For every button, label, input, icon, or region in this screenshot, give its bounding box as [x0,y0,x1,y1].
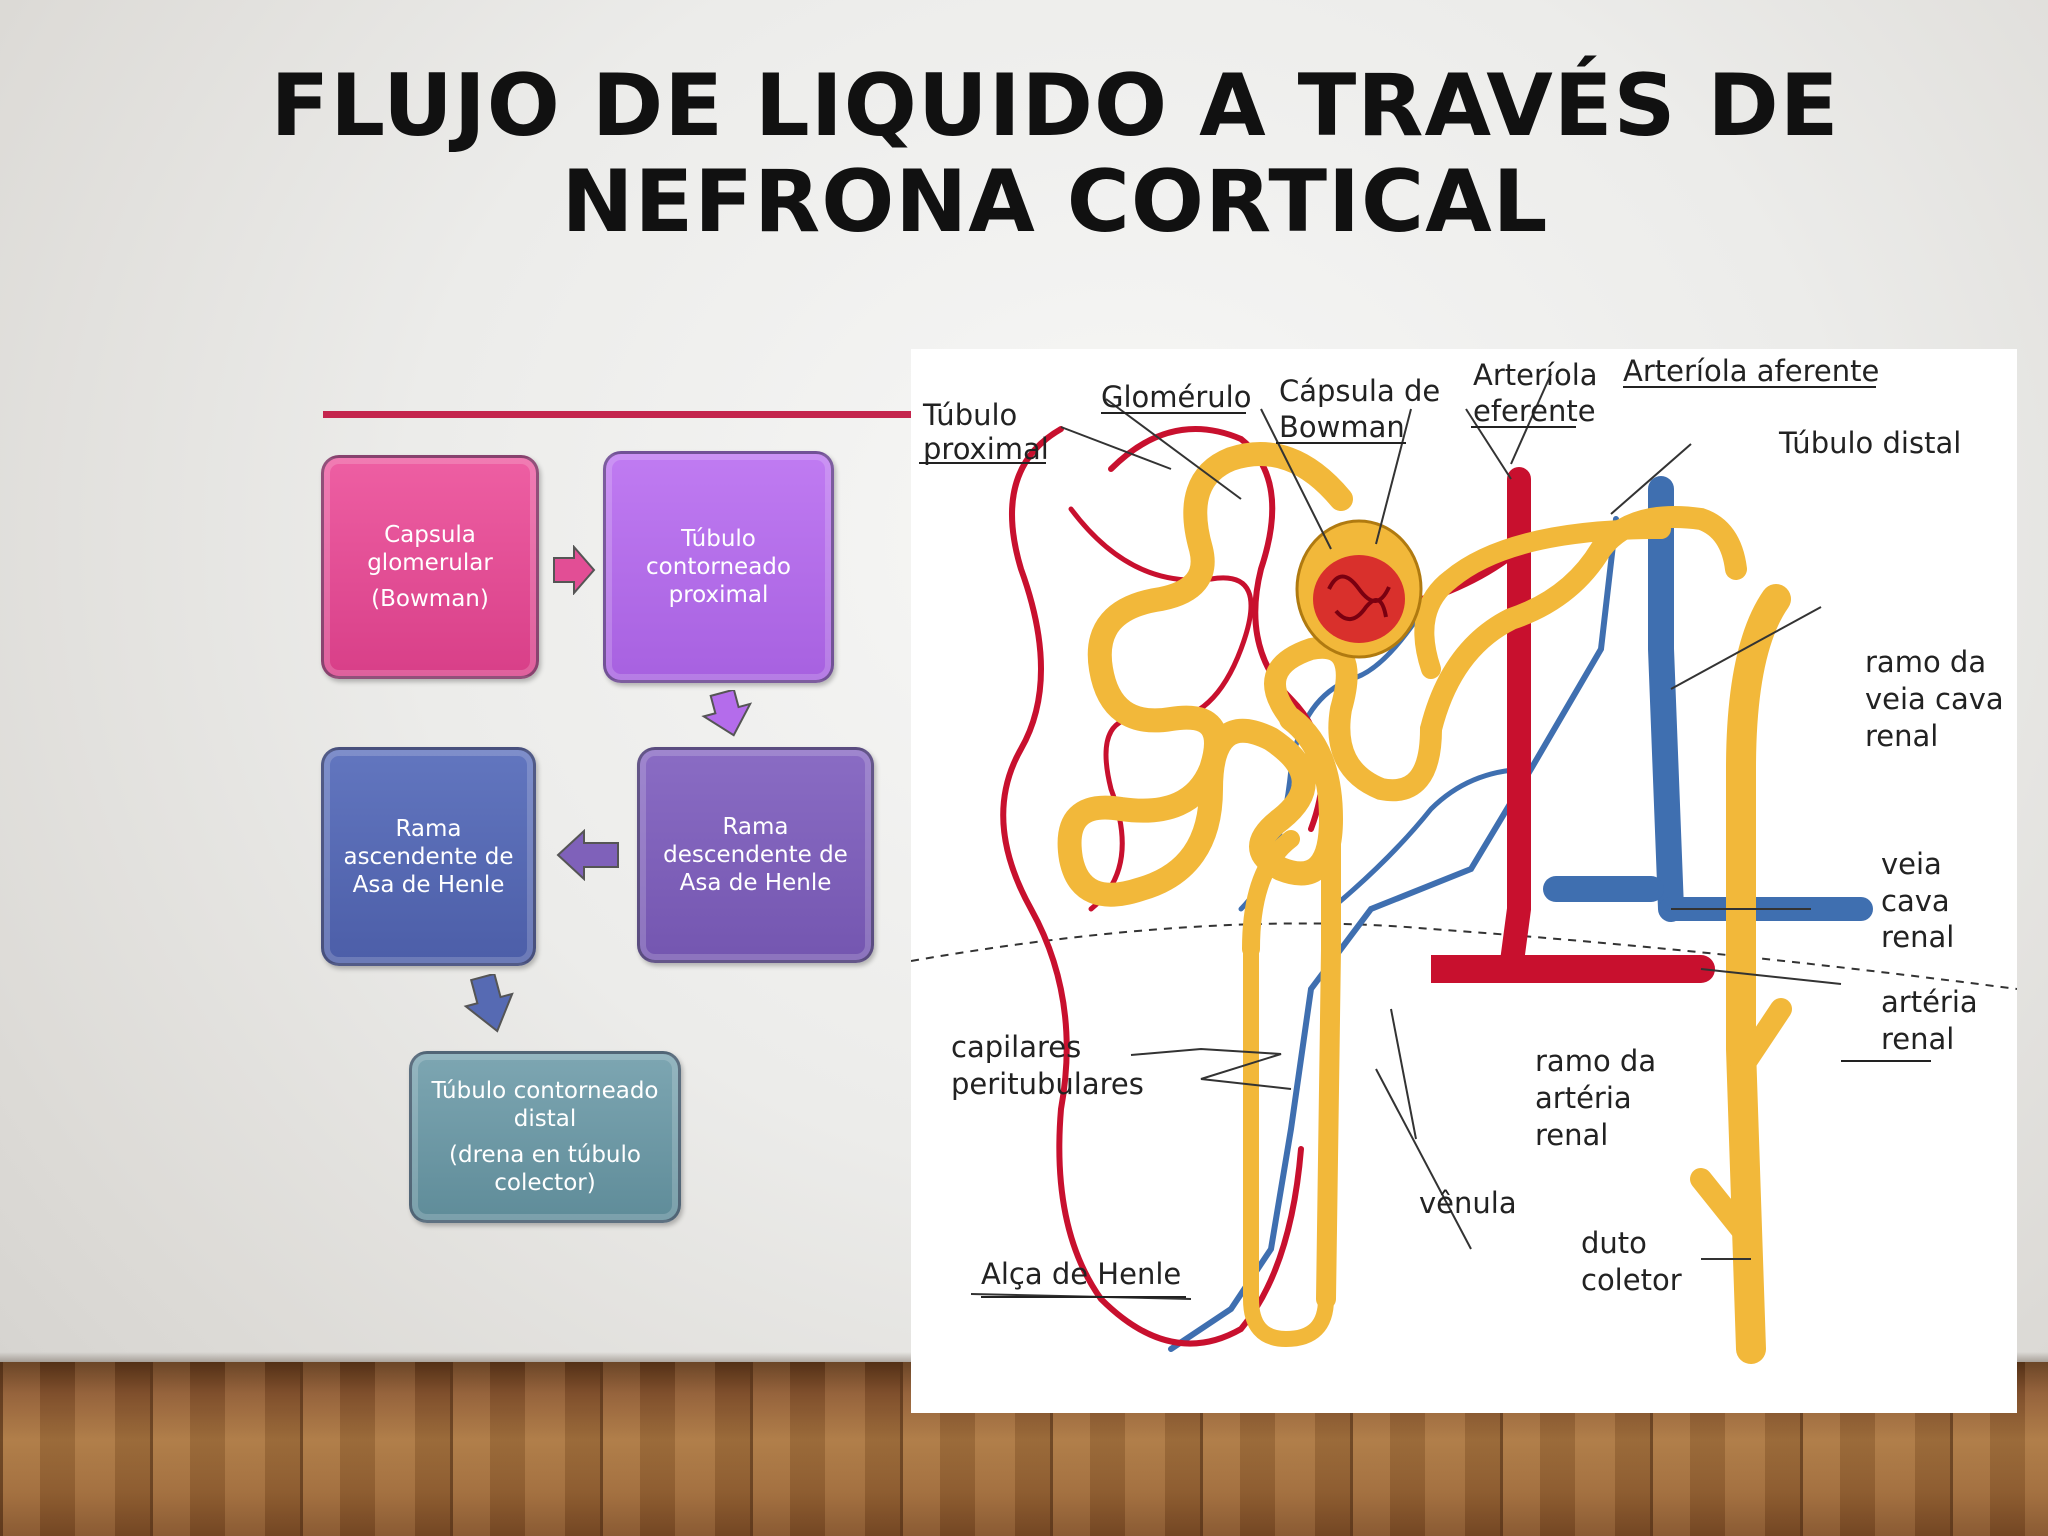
box-text: (Bowman) [371,586,489,612]
label-duto-coletor: coletor [1581,1263,1682,1297]
label-ramo-arteria-renal: ramo da [1535,1044,1656,1078]
nephron-diagram: Túbulo proximal Glomérulo Cápsula de Bow… [910,349,2018,1413]
label-ramo-veia-cava: ramo da [1865,645,1986,679]
label-underlines [919,386,1931,1298]
label-capsula-bowman: Cápsula de [1279,374,1440,408]
box-text: glomerular [367,550,493,576]
flow-box-ascending-limb: Rama ascendente de Asa de Henle [321,747,536,966]
box-text: (drena en túbulo [449,1142,641,1168]
arrow-left-icon [556,829,619,881]
flow-box-distal-tubule: Túbulo contorneado distal (drena en túbu… [409,1051,681,1223]
label-alca-henle: Alça de Henle [981,1257,1181,1291]
glomerulus [1295,519,1423,659]
tubule [1057,442,1792,1364]
label-veia-cava-renal: renal [1881,920,1954,954]
label-veia-cava-renal: veia [1881,847,1942,881]
box-text: ascendente de [343,843,514,870]
arrow-down-icon [701,690,753,737]
box-text: Túbulo contorneado [431,1078,659,1104]
label-tubulo-proximal: Túbulo [922,398,1017,432]
label-capilares-peritubulares: capilares [951,1030,1081,1064]
box-text: Asa de Henle [679,870,832,896]
label-ramo-veia-cava: renal [1865,719,1938,753]
box-text: Capsula [384,522,476,548]
title-line-1: FLUJO DE LIQUIDO A TRAVÉS DE [270,56,1840,156]
flow-box-bowman-capsule: Capsula glomerular (Bowman) [321,455,539,679]
label-tubulo-distal: Túbulo distal [1778,426,1961,460]
label-veia-cava-renal: cava [1881,884,1950,918]
flow-box-proximal-tubule: Túbulo contorneado proximal [603,451,834,683]
label-glomerulo: Glomérulo [1101,380,1251,414]
box-text: Asa de Henle [352,871,505,898]
title-line-2: NEFRONA CORTICAL [561,152,1549,252]
arrow-right-icon [553,545,596,595]
label-arteriola-eferente: eferente [1473,394,1596,428]
label-capsula-bowman: Bowman [1279,410,1405,444]
nephron-illustration: Túbulo proximal Glomérulo Cápsula de Bow… [910,354,2018,1364]
box-text: descendente de [663,842,848,868]
box-text: Túbulo [681,526,756,552]
label-arteria-renal: artéria [1881,985,1978,1019]
label-tubulo-proximal: proximal [923,432,1049,466]
leader-lines [970,373,1842,1300]
label-arteria-renal: renal [1881,1022,1954,1056]
label-arteriola-aferente: Arteríola aferente [1623,354,1879,388]
box-text: contorneado [646,554,791,580]
box-text: distal [513,1106,577,1132]
label-venula: vênula [1419,1186,1517,1220]
slide-title: FLUJO DE LIQUIDO A TRAVÉS DE NEFRONA COR… [180,58,1930,250]
label-ramo-arteria-renal: artéria [1535,1081,1632,1115]
box-text: Rama [722,814,789,840]
label-arteriola-eferente: Arteríola [1473,358,1598,392]
box-text: proximal [668,582,769,608]
arrow-down-icon [463,974,514,1033]
box-text: colector) [494,1170,596,1196]
label-capilares-peritubulares: peritubulares [951,1067,1144,1101]
label-duto-coletor: duto [1581,1226,1647,1260]
box-text: Rama [395,815,462,842]
flow-box-descending-limb: Rama descendente de Asa de Henle [637,747,874,963]
accent-line [323,411,923,418]
label-ramo-arteria-renal: renal [1535,1118,1608,1152]
label-ramo-veia-cava: veia cava [1865,682,2004,716]
